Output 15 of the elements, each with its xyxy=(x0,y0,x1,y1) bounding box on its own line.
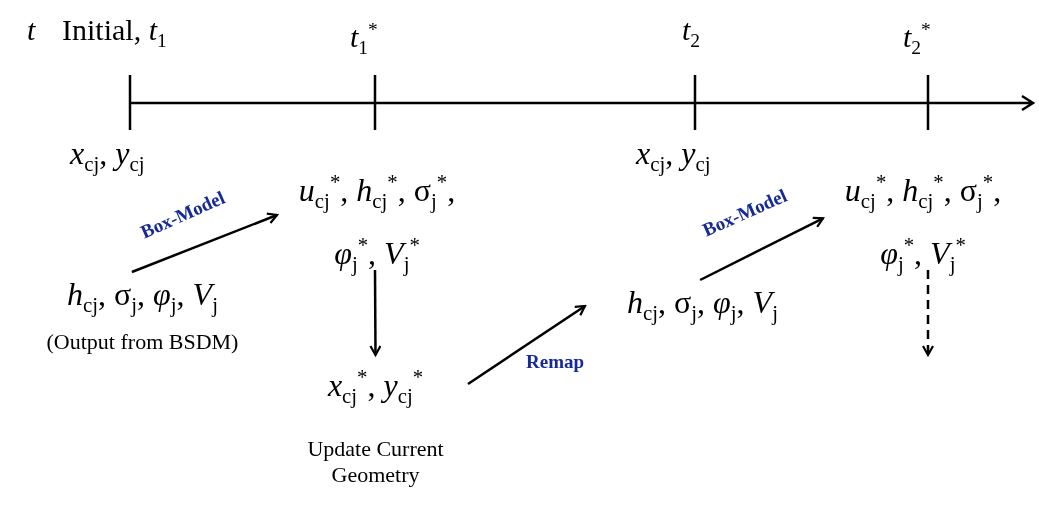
arrow xyxy=(131,212,279,274)
arrow xyxy=(699,216,825,282)
axis-label: t xyxy=(27,12,36,48)
edge-label: Remap xyxy=(526,351,585,373)
formula-text: x$_{cj}$, y$_{cj}$ xyxy=(70,135,145,178)
arrow xyxy=(921,270,935,357)
formula-text: h$_{cj}$, σ$_{j}$, φ$_{j}$, V$_{j}$ xyxy=(627,283,778,327)
formula-text: h$_{cj}$, σ$_{j}$, φ$_{j}$, V$_{j}$ xyxy=(67,275,218,319)
arrow xyxy=(467,304,587,386)
time-label: Initial, t$_{1}$ xyxy=(62,12,167,53)
caption-text: Update Current Geometry xyxy=(306,436,445,489)
formula-text: x$_{cj}$, y$_{cj}$ xyxy=(636,135,711,178)
arrow xyxy=(369,270,382,357)
time-label: t$_{2}$ xyxy=(682,12,701,53)
caption-text: (Output from BSDM) xyxy=(46,329,239,356)
